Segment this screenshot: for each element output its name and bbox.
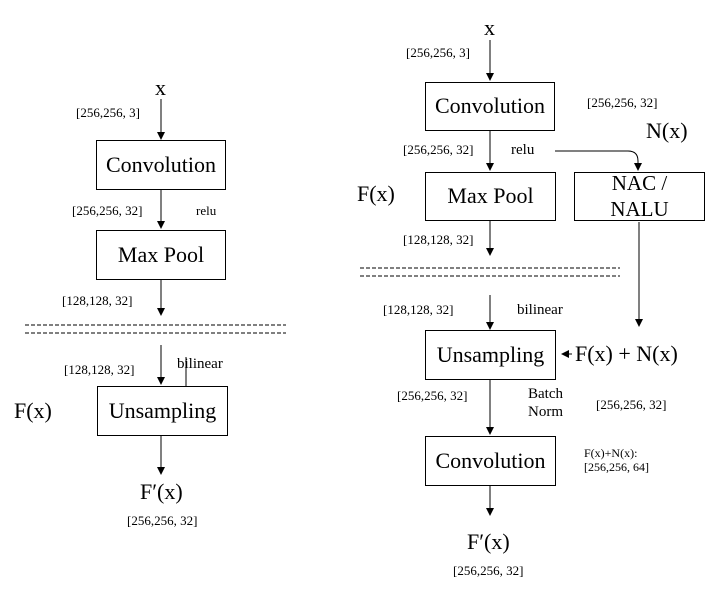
left-conv-shape: [256,256, 32] xyxy=(72,203,143,218)
right-convolution-block-1: Convolution xyxy=(425,82,555,131)
left-convolution-block: Convolution xyxy=(96,140,226,190)
left-unsampling-block: Unsampling xyxy=(97,386,228,436)
left-bilinear-label: bilinear xyxy=(177,356,223,372)
arrow-relu-to-nac xyxy=(555,150,642,171)
left-input-shape: [256,256, 3] xyxy=(76,105,140,120)
right-nac-nalu-block: NAC / NALU xyxy=(574,171,705,221)
left-fx-label: F(x) xyxy=(14,398,52,423)
right-sum-shape: [256,256, 32] xyxy=(596,397,667,412)
right-unsampling-block: Unsampling xyxy=(425,330,556,380)
right-output-shape: [256,256, 32] xyxy=(453,563,524,578)
left-output-shape: [256,256, 32] xyxy=(127,513,198,528)
left-maxpool-block: Max Pool xyxy=(96,230,226,280)
right-bilinear-label: bilinear xyxy=(517,302,563,318)
right-unsampling-shape: [256,256, 32] xyxy=(397,388,468,403)
right-input-x: x xyxy=(484,15,495,40)
left-output-fprime: F′(x) xyxy=(140,479,183,504)
right-input-shape-2: [128,128, 32] xyxy=(383,302,454,317)
right-concat-shape: F(x)+N(x): [256,256, 64] xyxy=(584,446,649,475)
right-sum-label: F(x) + N(x) xyxy=(575,341,678,366)
right-nac-input-shape: [256,256, 32] xyxy=(587,95,658,110)
right-conv-shape: [256,256, 32] xyxy=(403,142,474,157)
left-relu-label: relu xyxy=(196,203,217,218)
right-input-shape: [256,256, 3] xyxy=(406,45,470,60)
right-relu-label: relu xyxy=(511,142,535,158)
right-batchnorm-label: Batch Norm xyxy=(528,386,563,420)
left-input-shape-2: [128,128, 32] xyxy=(64,362,135,377)
right-output-fprime: F′(x) xyxy=(467,529,510,554)
right-nx-label: N(x) xyxy=(646,118,688,143)
right-pool-shape: [128,128, 32] xyxy=(403,232,474,247)
left-input-x: x xyxy=(155,75,166,100)
right-fx-label: F(x) xyxy=(357,181,395,206)
right-convolution-block-2: Convolution xyxy=(425,436,556,486)
right-maxpool-block: Max Pool xyxy=(425,172,556,221)
left-pool-shape: [128,128, 32] xyxy=(62,293,133,308)
